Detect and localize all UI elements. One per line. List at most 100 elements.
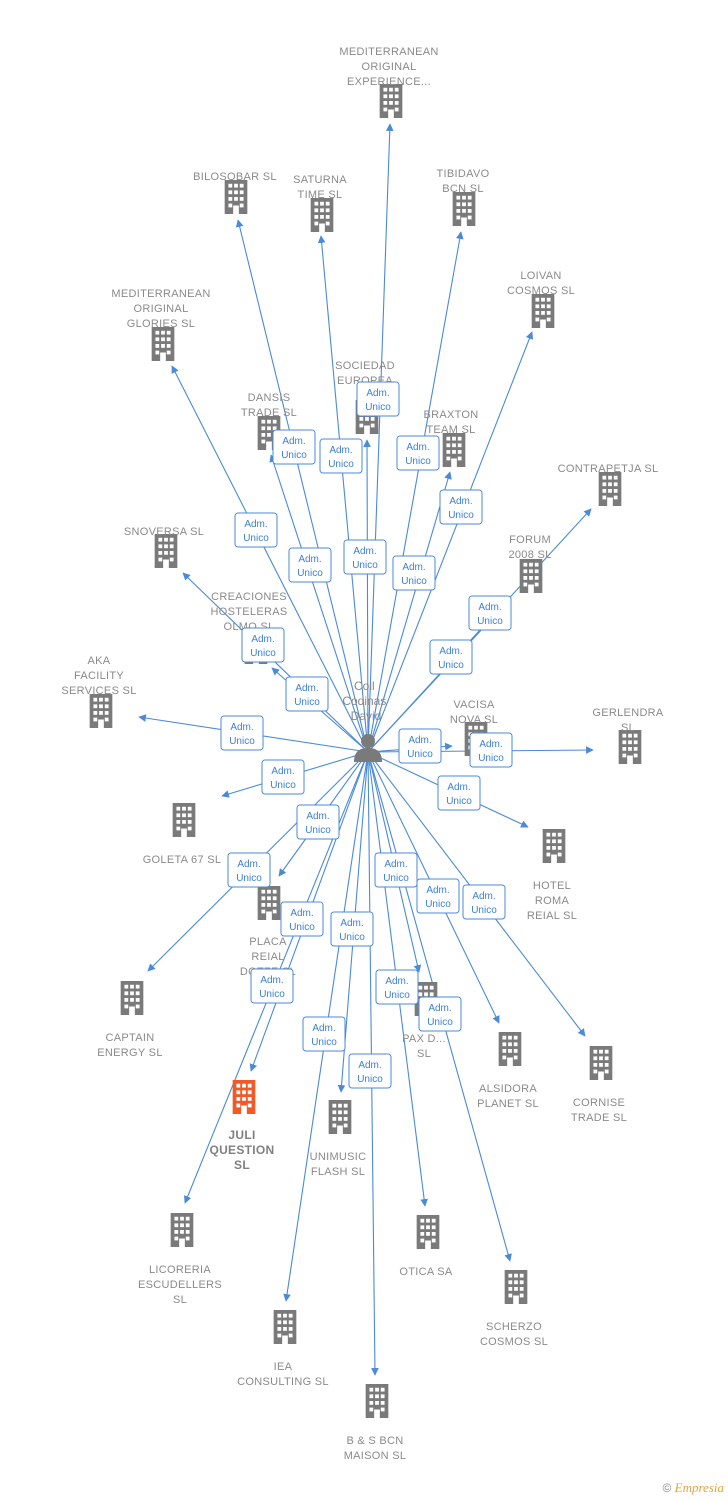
company-label-line: PLANET SL	[477, 1098, 539, 1110]
company-label-line: CAPTAIN	[106, 1032, 155, 1044]
relation-label-braxton-team[interactable]: Adm.Unico	[392, 555, 436, 591]
relation-label-cornise-trade[interactable]: Adm.Unico	[462, 884, 506, 920]
relation-box	[288, 547, 332, 583]
relation-text-line: Unico	[478, 753, 504, 764]
relation-text-line: Adm.	[340, 918, 363, 929]
relation-label-mediterranean-original-experience[interactable]: Adm.Unico	[356, 381, 400, 417]
company-label-line: SL	[173, 1294, 187, 1306]
company-label-line: LOIVAN	[520, 270, 561, 282]
center-person-node[interactable]: Coll Codinas David	[342, 679, 389, 762]
relation-label-tibidavo-bcn[interactable]: Adm. Unico	[396, 435, 440, 471]
center-label-line-1: Coll	[354, 679, 375, 693]
relation-label-mediterranean-original-glories[interactable]: Adm.Unico	[234, 512, 278, 548]
relation-label-dansis-trade[interactable]: Adm.Unico	[288, 547, 332, 583]
company-node-otica-sa[interactable]: OTICA SA	[399, 1215, 453, 1278]
company-node-snoversa[interactable]: SNOVERSA SL	[124, 526, 204, 568]
building-icon	[379, 84, 403, 118]
relation-label-creaciones-hosteleras-olmo[interactable]: Adm.Unico	[285, 676, 329, 712]
relation-label-b-s-bcn-maison[interactable]: Adm.Unico	[348, 1053, 392, 1089]
relation-label-iea-consulting[interactable]: Adm.Unico	[302, 1016, 346, 1052]
building-icon	[170, 1213, 194, 1247]
relation-label-captain-energy[interactable]: Adm.Unico	[227, 852, 271, 888]
relation-text: Adm.Unico	[425, 885, 451, 910]
relation-box	[396, 435, 440, 471]
company-label-line: TRADE SL	[241, 407, 297, 419]
relation-text-line: Unico	[471, 905, 497, 916]
building-icon	[154, 534, 178, 568]
company-node-contrapetja[interactable]: CONTRAPETJA SL	[558, 463, 659, 506]
company-label-line: SL	[417, 1048, 431, 1060]
relation-label-hotel-roma-reial[interactable]: Adm.Unico	[437, 775, 481, 811]
relation-label-bilosobar[interactable]: Adm.Unico	[272, 429, 316, 465]
relation-box	[250, 968, 294, 1004]
company-label: CONTRAPETJA SL	[558, 463, 659, 475]
relation-text: Adm.Unico	[357, 1060, 383, 1085]
relation-text: Adm.Unico	[407, 735, 433, 760]
person-icon	[354, 734, 382, 762]
relation-label-contrapetja[interactable]: Adm.Unico	[468, 595, 512, 631]
relation-label-unimusic-flash[interactable]: Adm.Unico	[330, 911, 374, 947]
relation-label-forum-2008[interactable]: Adm.Unico	[429, 639, 473, 675]
relation-label-sociedad-europea[interactable]: Adm.Unico	[343, 539, 387, 575]
relation-label-pax-d[interactable]: Adm.Unico	[374, 852, 418, 888]
relation-label-gerlendra[interactable]: Adm.Unico	[469, 732, 513, 768]
relation-label-loivan-cosmos[interactable]: Adm.Unico	[439, 489, 483, 525]
building-icon	[416, 1215, 440, 1249]
company-label-line: GERLENDRA	[592, 707, 664, 719]
relation-text: Adm.Unico	[281, 436, 307, 461]
relation-text-line: Unico	[297, 568, 323, 579]
relation-label-goleta-67[interactable]: Adm.Unico	[261, 759, 305, 795]
relation-text-line: Adm.	[384, 859, 407, 870]
relation-label-vacisa-nova[interactable]: Adm.Unico	[398, 728, 442, 764]
relation-text-line: Adm.	[406, 442, 429, 453]
relation-text-line: Unico	[425, 899, 451, 910]
company-node-goleta-67[interactable]: GOLETA 67 SL	[143, 803, 222, 866]
relation-text-line: Adm.	[260, 975, 283, 986]
relation-box	[220, 715, 264, 751]
relation-label-saturna-time[interactable]: Adm.Unico	[319, 438, 363, 474]
company-node-bilosobar[interactable]: BILOSOBAR SL	[193, 171, 277, 214]
relation-label-juli-question[interactable]: Adm.Unico	[280, 901, 324, 937]
relation-label-snoversa[interactable]: Adm.Unico	[241, 627, 285, 663]
relation-label-alsidora-planet[interactable]: Adm.Unico	[416, 878, 460, 914]
edge-tibidavo-bcn	[367, 231, 464, 753]
company-label-line: FORUM	[509, 534, 551, 546]
relation-label-aka-facility-services[interactable]: Adm.Unico	[220, 715, 264, 751]
relation-text-line: Adm.	[447, 782, 470, 793]
building-icon	[618, 730, 642, 764]
relation-label-placa-reial-dotze[interactable]: Adm.Unico	[296, 804, 340, 840]
relation-label-scherzo-cosmos[interactable]: Adm.Unico	[418, 996, 462, 1032]
relation-label-licoreria-escudellers[interactable]: Adm.Unico	[250, 968, 294, 1004]
relation-text-line: Unico	[236, 873, 262, 884]
company-node-pax-d[interactable]: PAX D...SL	[402, 982, 446, 1060]
relation-text-line: Unico	[405, 456, 431, 467]
relation-box	[302, 1016, 346, 1052]
relation-label-otica-sa[interactable]: Adm.Unico	[375, 969, 419, 1005]
